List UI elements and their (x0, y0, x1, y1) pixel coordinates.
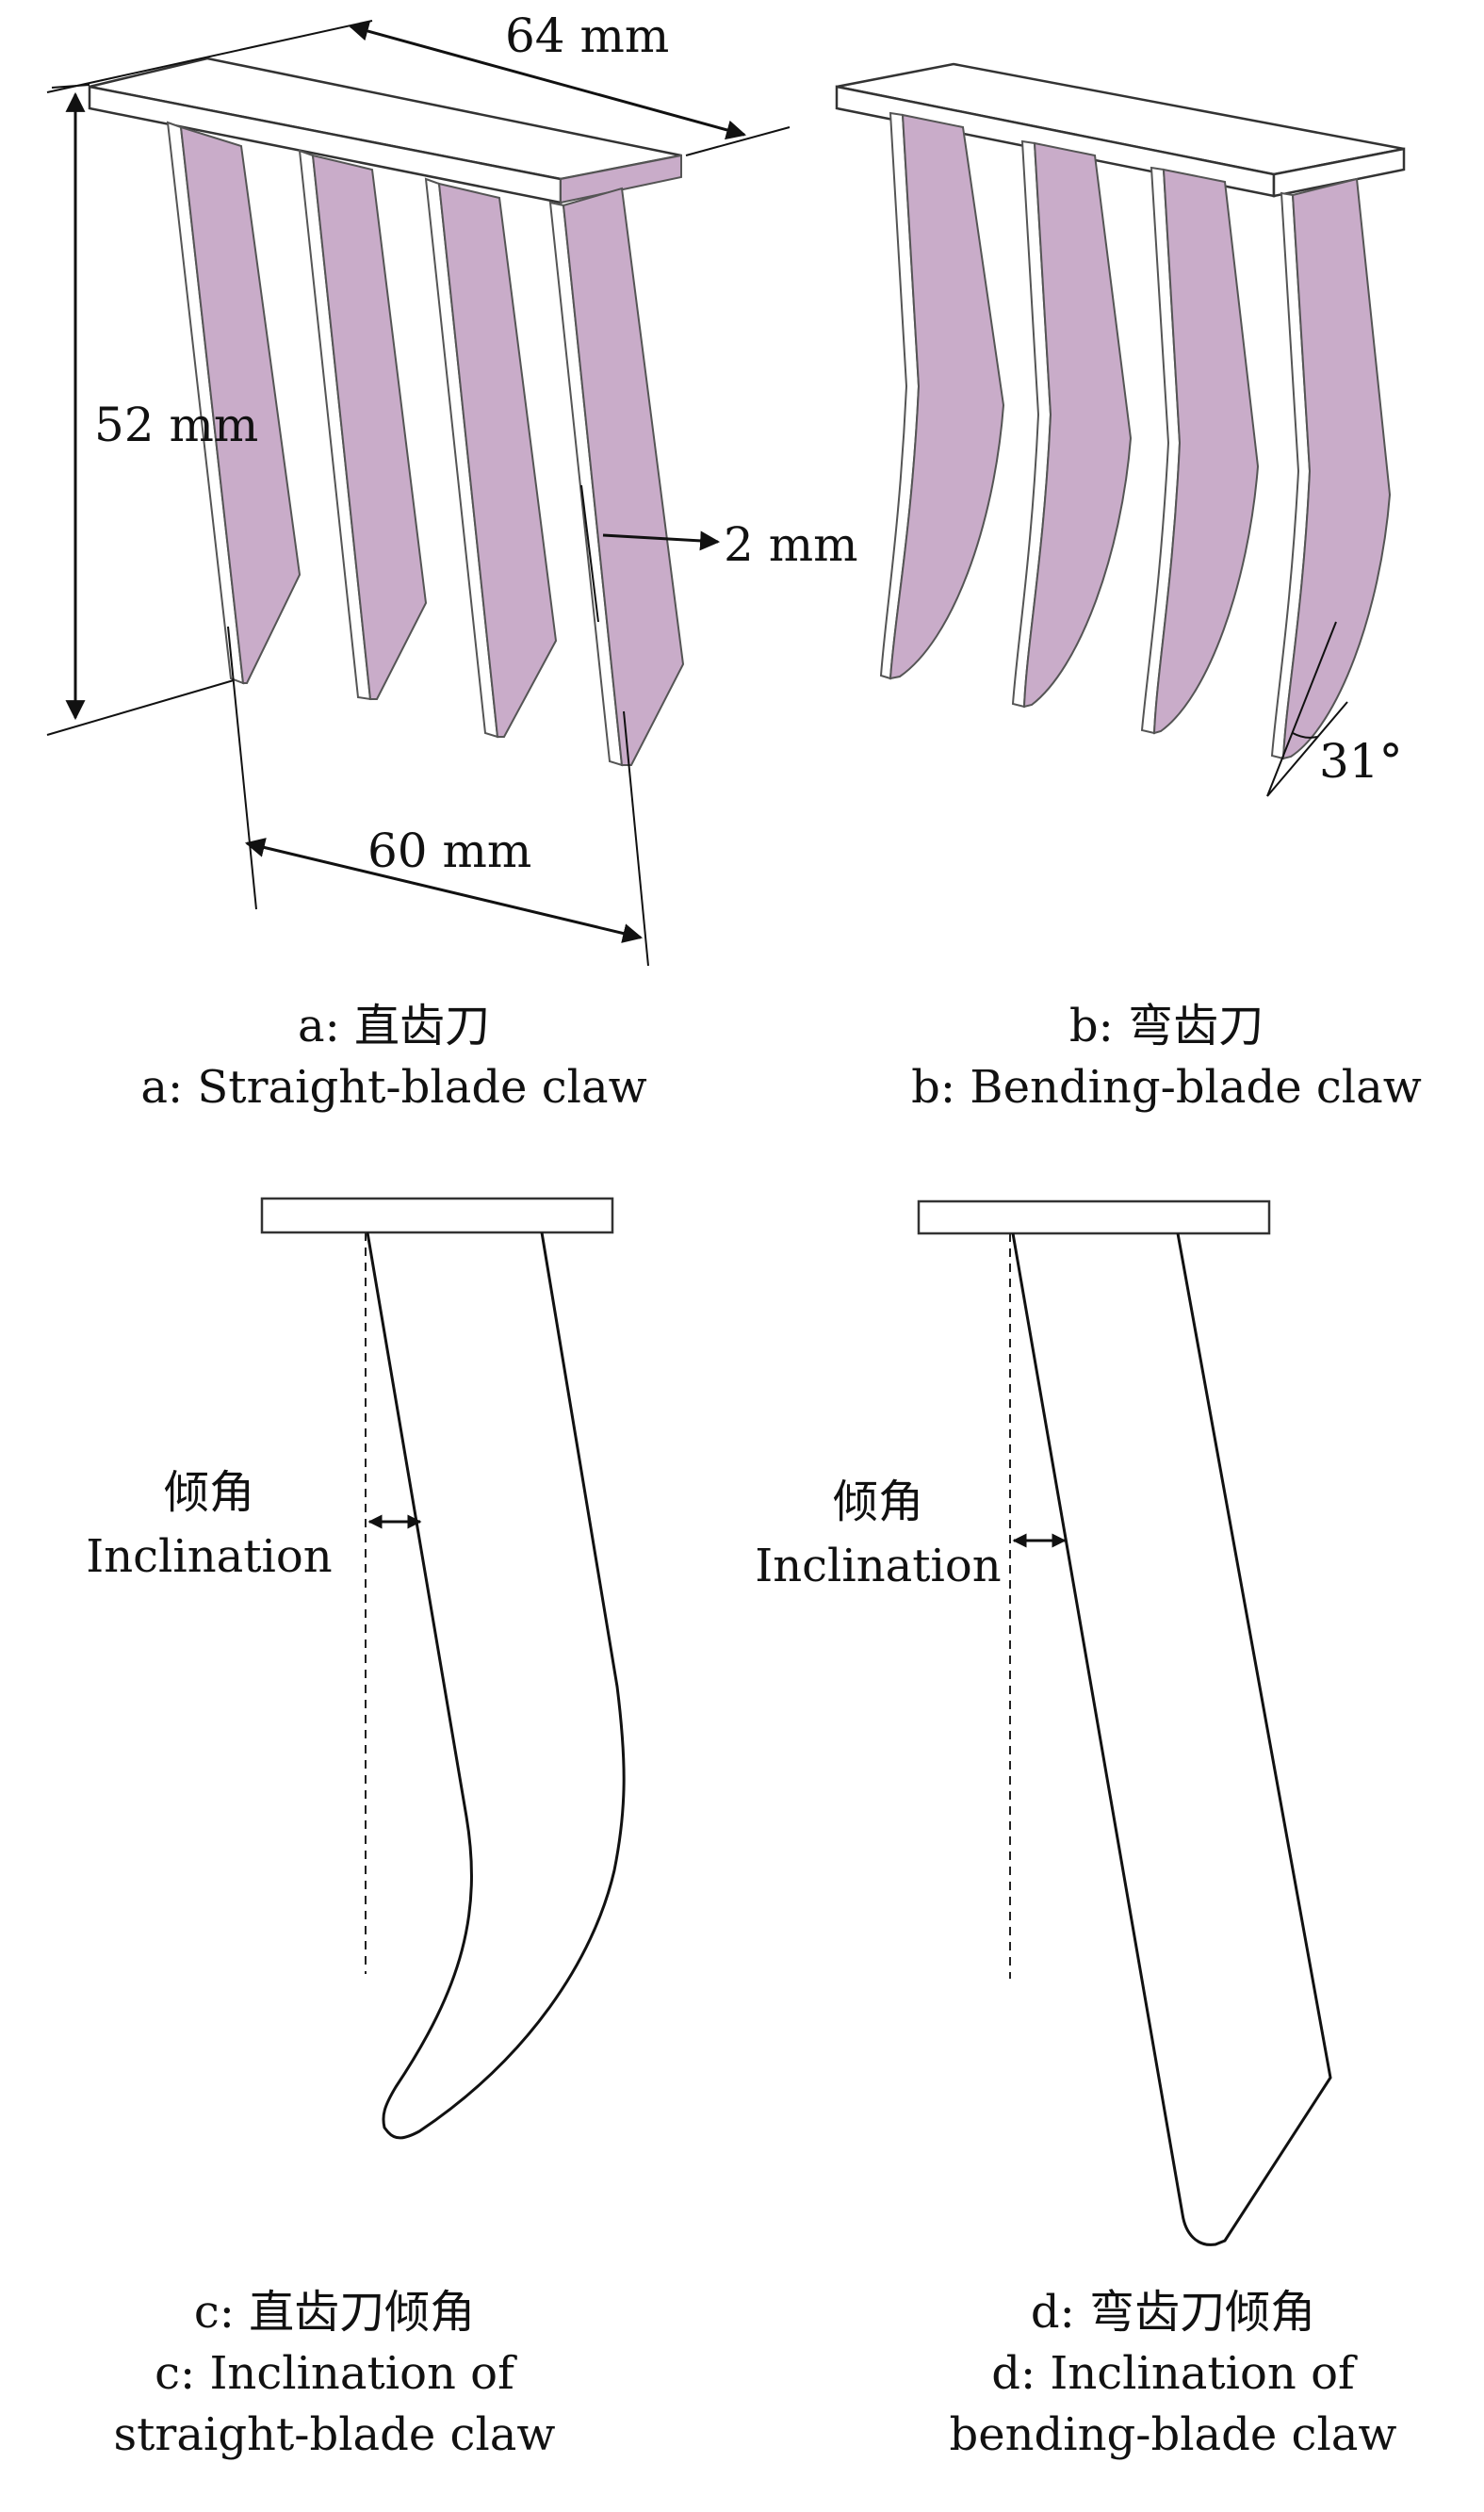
caption-b-cn: b: 弯齿刀 (1069, 1000, 1264, 1052)
panel-a-blade-1 (166, 121, 302, 685)
panel-b-blade-1 (879, 111, 1005, 680)
panel-a-blade-4 (548, 187, 685, 767)
panel-c-label-en: Inclination (86, 1530, 332, 1583)
panel-a-blade-3 (424, 177, 558, 739)
caption-c-en-2: straight-blade claw (113, 2408, 555, 2461)
panel-b-top-plate (835, 62, 1406, 198)
caption-a-cn: a: 直齿刀 (298, 1000, 490, 1052)
caption-c-en-1: c: Inclination of (155, 2347, 517, 2400)
angle-31-deg: 31° (1266, 621, 1403, 797)
panel-d-bending-inclination: 倾角 Inclination d: 弯齿刀倾角 d: Inclination o… (755, 1199, 1397, 2461)
angle-label-31: 31° (1319, 734, 1403, 789)
dim-label-52mm: 52 mm (94, 398, 258, 452)
panel-d-label-cn: 倾角 (833, 1476, 923, 1528)
panel-d-plate (917, 1199, 1271, 1235)
panel-a-blade-2 (298, 149, 428, 701)
panel-c-label-cn: 倾角 (164, 1466, 254, 1519)
panel-a-straight-claw: 64 mm 52 mm 2 mm 60 mm a: 直齿刀 a: Straigh… (46, 8, 858, 1114)
dimension-64mm: 64 mm (46, 8, 791, 156)
panel-b-blade-2 (1011, 139, 1133, 709)
caption-a-en: a: Straight-blade claw (140, 1061, 646, 1114)
panel-b-bending-claw: 31° b: 弯齿刀 b: Bending-blade claw (835, 62, 1422, 1114)
dim-label-64mm: 64 mm (505, 8, 669, 63)
caption-d-en-2: bending-blade claw (949, 2408, 1396, 2461)
panel-d-label-en: Inclination (755, 1540, 1001, 1592)
dim-label-60mm: 60 mm (367, 824, 531, 878)
panel-c-blade-outline (366, 1232, 626, 2140)
dimension-60mm: 60 mm (227, 626, 649, 967)
panel-d-blade-outline (1011, 1232, 1332, 2246)
caption-c-cn: c: 直齿刀倾角 (194, 2286, 475, 2339)
dimension-52mm: 52 mm (46, 84, 258, 736)
panel-c-straight-inclination: 倾角 Inclination c: 直齿刀倾角 c: Inclination o… (86, 1197, 626, 2461)
dim-label-2mm: 2 mm (724, 517, 858, 572)
caption-d-en-1: d: Inclination of (991, 2347, 1358, 2400)
caption-d-cn: d: 弯齿刀倾角 (1031, 2286, 1315, 2339)
dimension-2mm: 2 mm (580, 484, 858, 623)
panel-b-blade-3 (1140, 166, 1260, 735)
panel-c-plate (260, 1197, 614, 1234)
panel-b-blade-4 (1270, 177, 1392, 760)
caption-b-en: b: Bending-blade claw (911, 1061, 1422, 1114)
